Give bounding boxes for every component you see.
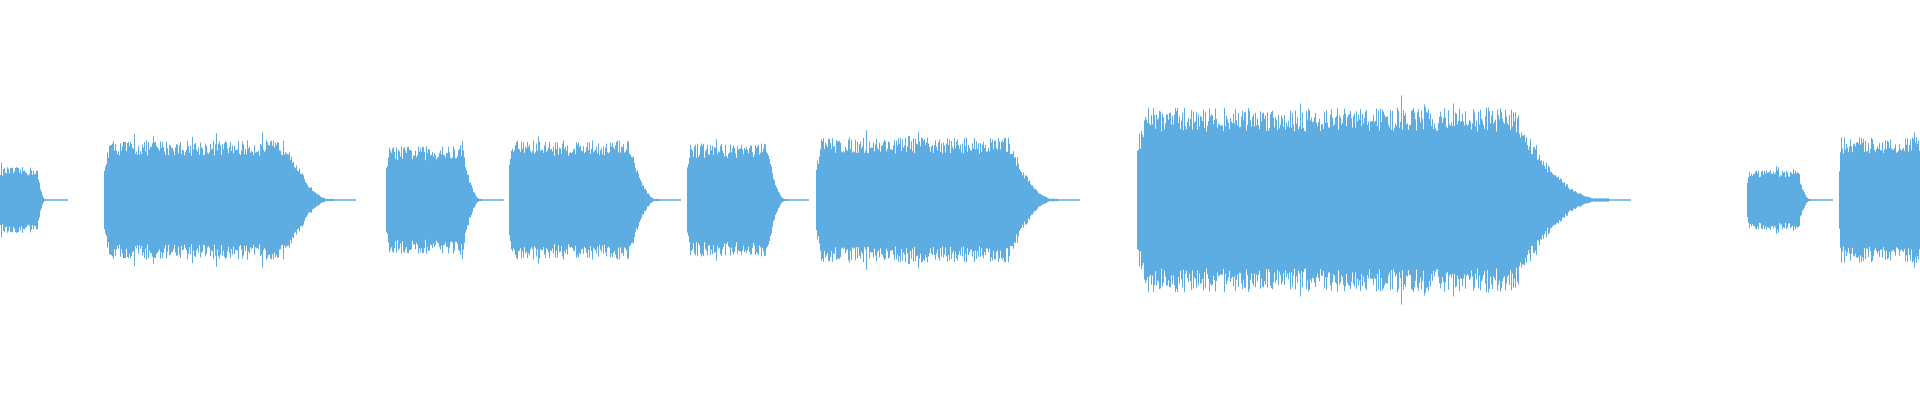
waveform-segment-6 [816,130,1058,270]
waveform-segment-3 [386,141,482,259]
waveform-segment-7 [1137,95,1609,305]
waveform-segment-9 [1839,132,1920,268]
waveform-segments [0,95,1920,305]
waveform-segment-1 [0,162,46,238]
waveform-segment-5 [687,139,787,261]
waveform-segment-2 [104,132,334,268]
waveform-segment-4 [509,136,659,264]
waveform-segment-8 [1747,166,1811,234]
